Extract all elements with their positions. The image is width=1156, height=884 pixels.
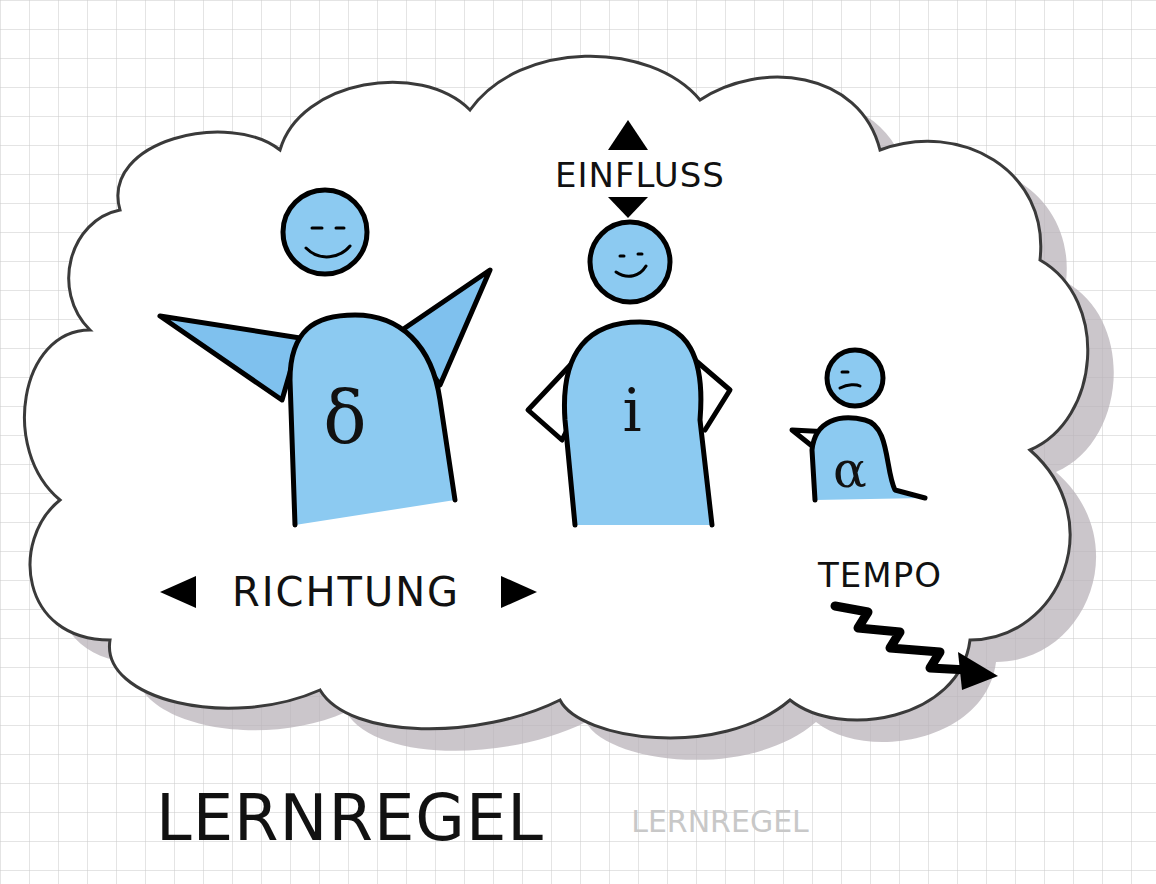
influence-arrow	[608, 197, 648, 218]
body	[564, 322, 712, 525]
symbol-letter: δ	[323, 382, 366, 454]
stick-figure: EINFLUSS i	[520, 150, 729, 444]
watermark: LERNREGEL	[631, 807, 809, 837]
figure-i	[528, 222, 730, 525]
figure-label: TEMPO	[818, 558, 942, 592]
figure-delta	[160, 190, 490, 525]
head	[827, 350, 883, 406]
symbol-letter: α	[833, 445, 867, 495]
figure-alpha	[792, 350, 925, 500]
figure-label: RICHTUNG	[232, 572, 460, 612]
face	[616, 254, 646, 276]
arm	[160, 316, 300, 400]
direction-arrow	[160, 576, 196, 608]
face	[840, 372, 860, 388]
face	[306, 228, 350, 257]
figure-label: EINFLUSS	[555, 158, 725, 192]
thought-cloud	[24, 56, 1113, 760]
cloud-outline	[24, 56, 1087, 738]
body	[290, 315, 455, 525]
speed-arrow-head	[958, 652, 998, 690]
symbol-letter: i	[622, 380, 641, 440]
direction-arrow	[501, 576, 537, 608]
caption: LERNREGEL	[156, 786, 544, 850]
influence-arrow	[608, 120, 648, 150]
speed-arrow	[835, 606, 968, 670]
body	[812, 418, 925, 500]
stick-figure: αTEMPO	[790, 440, 946, 596]
stick-figure: δRICHTUNG	[150, 300, 465, 616]
head	[283, 190, 367, 274]
head	[590, 222, 670, 302]
